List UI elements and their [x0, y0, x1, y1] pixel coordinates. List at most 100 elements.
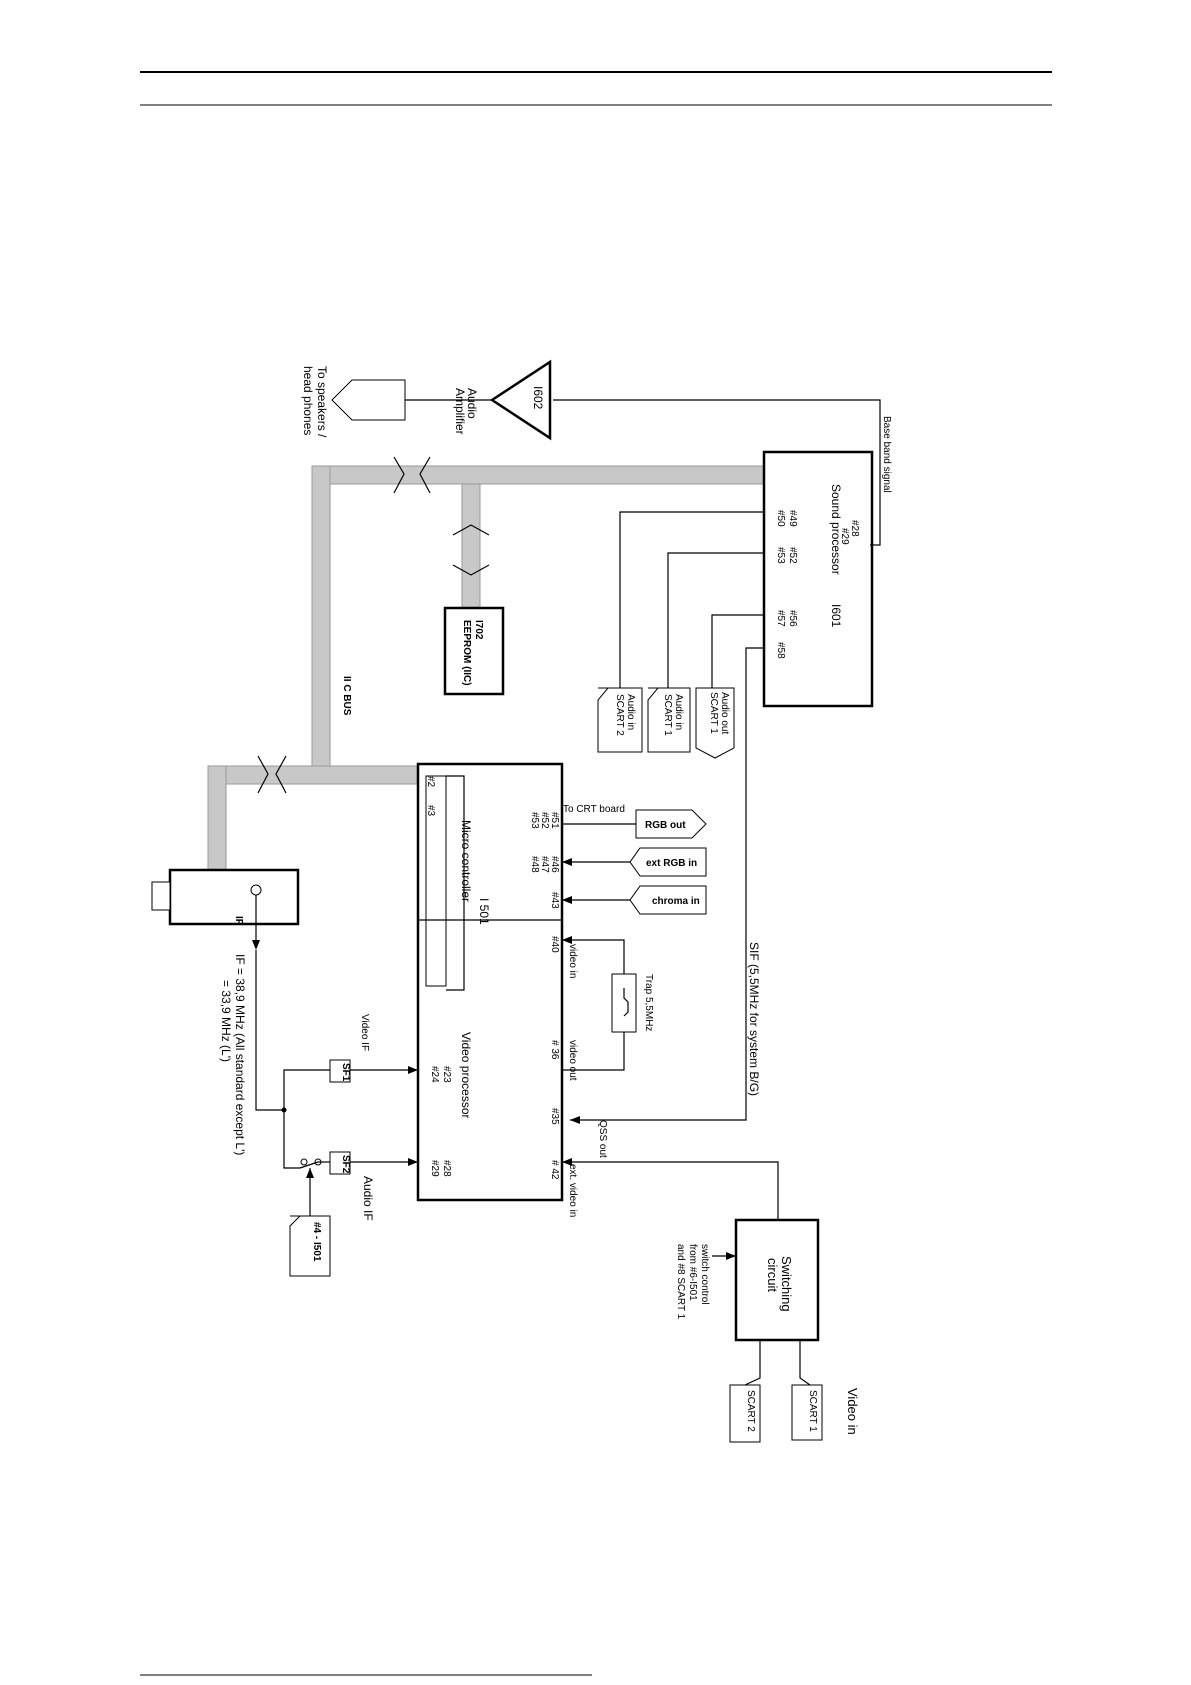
- sound-pin-50: #50: [775, 510, 786, 527]
- audio-in-scart2-connector: Audio in SCART 2: [597, 687, 643, 753]
- pin-24: #24: [429, 1066, 440, 1083]
- switch-control-l2: from #6-I501: [687, 1244, 698, 1301]
- chroma-arrow: [562, 896, 572, 904]
- pin-29: #29: [429, 1160, 440, 1177]
- sf1-in-wire: [283, 1069, 330, 1110]
- pin-42: # 42: [549, 1160, 560, 1180]
- qss-out-label: QSS out: [597, 1120, 608, 1158]
- audio-out-scart1-connector: Audio out SCART 1: [695, 687, 735, 759]
- eeprom-block: I702 EEPROM (IIC): [443, 606, 505, 696]
- trap-symbol: [623, 988, 629, 1017]
- sif-label: SIF (5,5MHz for system B/G): [747, 942, 761, 1096]
- scart2-connector: [729, 1384, 761, 1443]
- ext-video-arrow: [562, 1158, 572, 1166]
- sf1-block: [329, 1059, 351, 1083]
- trap-arrow: [562, 936, 572, 944]
- i501-pin4-label: #4 - I501: [311, 1222, 322, 1262]
- ext-rgb-connector: [629, 847, 707, 877]
- trap-block: [611, 973, 637, 1033]
- ext-video-wire: [562, 1161, 779, 1220]
- chroma-connector: [629, 885, 707, 915]
- base-band-wire: [553, 399, 881, 546]
- rgb-out-label: RGB out: [645, 820, 686, 831]
- i501-pin4-connector: [289, 1215, 331, 1277]
- switching-block: Switching circuit: [734, 1218, 820, 1342]
- pin-43: #43: [549, 892, 560, 909]
- sf2-block: [329, 1151, 351, 1175]
- sf1-arrow: [408, 1066, 418, 1074]
- audio-amp-block: I602 Audio Amplifier: [453, 359, 552, 441]
- pin-3: #3: [425, 805, 436, 817]
- i501-ref: I 501: [477, 898, 491, 925]
- pin-36: # 36: [549, 1040, 560, 1060]
- sf1-label: SF1: [340, 1063, 351, 1082]
- sound-pin-29: #29: [839, 528, 850, 545]
- sound-processor-title: Sound processor: [829, 484, 843, 575]
- to-crt-label: To CRT board: [563, 804, 625, 815]
- sound-pin-53: #53: [775, 547, 786, 564]
- sf2-arrow: [408, 1158, 418, 1166]
- pin-52: #52: [539, 812, 550, 829]
- base-band-label: Base band signal: [881, 416, 892, 493]
- video-out-pin-label: video out: [567, 1040, 578, 1081]
- pin-2: #2: [425, 776, 436, 788]
- scart1-connector: [791, 1384, 823, 1441]
- mcu-video-block: Micro controller I 501 Video processor #…: [416, 762, 564, 1202]
- pin-40: #40: [549, 936, 560, 953]
- ext-rgb-arrow: [562, 858, 572, 866]
- video-if-label: Video IF: [359, 1014, 370, 1051]
- pin-23: #23: [441, 1066, 452, 1083]
- sound-pin-58: #58: [775, 642, 786, 659]
- speakers-label2: head phones: [301, 366, 315, 435]
- audio-out-scart1-l1: Audio out: [719, 692, 730, 734]
- pin-35: #35: [549, 1108, 560, 1125]
- audio-amp-ref: I602: [531, 386, 545, 410]
- pin-47: #47: [539, 856, 550, 873]
- audio-in-scart1-connector: Audio in SCART 1: [647, 687, 691, 753]
- sound-processor-block: Sound processor I601 #28 #29 #49 #50 #52…: [762, 450, 874, 708]
- if-main-wire: [255, 950, 284, 1111]
- video-in-group-label: Video in: [845, 1388, 860, 1435]
- audio-in-scart1-l1: Audio in: [673, 694, 684, 730]
- chroma-label: chroma in: [652, 896, 700, 907]
- pin-48: #48: [529, 856, 540, 873]
- scart2-wire: [744, 1340, 761, 1386]
- pin-28: #28: [441, 1160, 452, 1177]
- pin-53: #53: [529, 812, 540, 829]
- ext-rgb-label: ext RGB in: [646, 858, 697, 869]
- if-freq-1: IF = 38,9 MHz (All standard except L'): [233, 954, 247, 1155]
- eeprom-label1: I702: [473, 620, 484, 640]
- audio-in-scart1-wire: [667, 552, 764, 688]
- audio-out-scart1-l2: SCART 1: [708, 692, 719, 734]
- sound-pin-57: #57: [775, 610, 786, 627]
- audio-amp-label1: Audio: [465, 388, 479, 419]
- pin4-control-arrow: [306, 1168, 314, 1178]
- switching-label1: Switching: [779, 1256, 794, 1312]
- audio-if-label: Audio IF: [361, 1176, 375, 1221]
- video-processor-title: Video processor: [459, 1032, 473, 1119]
- pin-51: #51: [549, 812, 560, 829]
- switch-lever: [299, 1161, 319, 1169]
- switch-contact-1: [300, 1158, 308, 1166]
- mcu-title: Micro controller: [459, 820, 473, 902]
- tuner-block: IF: [151, 868, 300, 926]
- audio-in-scart2-l2: SCART 2: [614, 694, 625, 736]
- audio-in-scart2-wire: [619, 511, 764, 688]
- switch-control-l3: and #8 SCART 1: [675, 1244, 686, 1320]
- trap-label: Trap 5,5MHz: [643, 974, 654, 1031]
- pin-46: #46: [549, 856, 560, 873]
- switch-control-arrow: [726, 1252, 736, 1260]
- speaker-connector: [331, 379, 406, 421]
- sound-pin-49: #49: [787, 510, 798, 527]
- sound-pin-56: #56: [787, 610, 798, 627]
- switch-control-l1: switch control: [699, 1244, 710, 1305]
- sound-processor-ref: I601: [829, 604, 843, 628]
- if-freq-2: = 33,9 MHz (L'): [219, 980, 233, 1062]
- scart1-label: SCART 1: [807, 1390, 818, 1432]
- sound-pin-52: #52: [787, 547, 798, 564]
- sif-arrow: [570, 1116, 580, 1124]
- tuner-output-arrow: [252, 940, 260, 950]
- sf2-label: SF2: [340, 1155, 351, 1174]
